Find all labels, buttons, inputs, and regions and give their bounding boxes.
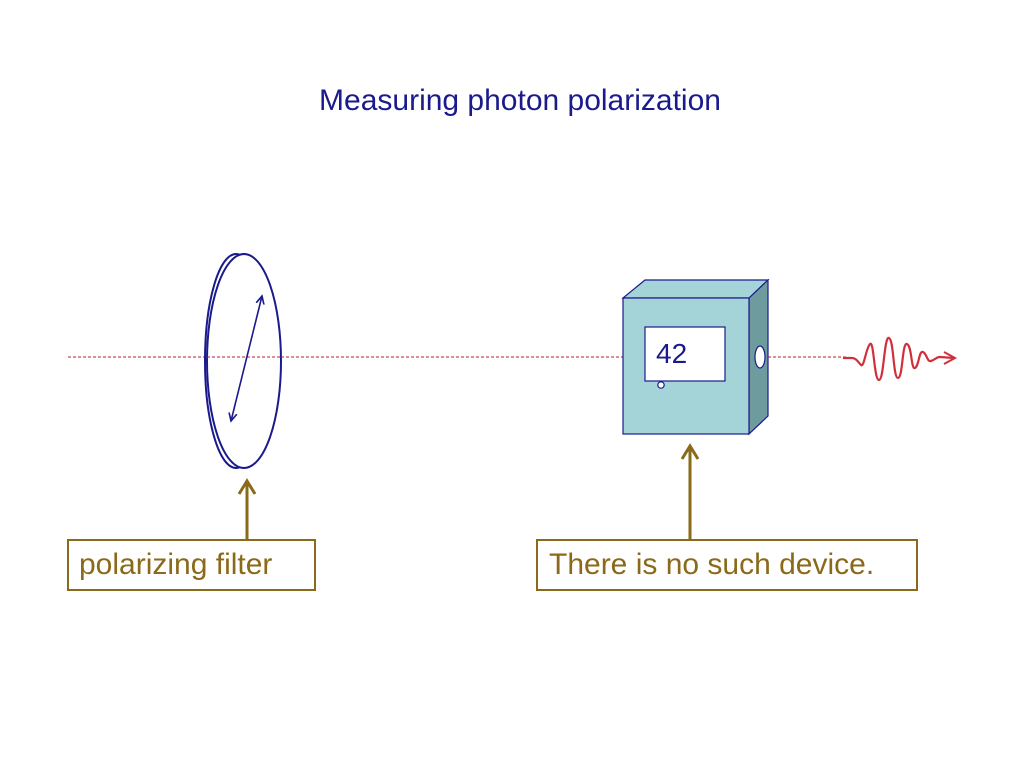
device-pointer-arrow <box>680 443 700 540</box>
device-top-face <box>621 279 770 299</box>
page-title: Measuring photon polarization <box>319 84 721 117</box>
device-display <box>644 326 726 382</box>
polarizing-filter <box>204 253 282 469</box>
measuring-device <box>621 278 770 436</box>
photon-wave-icon <box>843 336 958 382</box>
device-knob <box>657 381 665 389</box>
device-label: There is no such device. <box>536 539 918 591</box>
filter-pointer-arrow <box>237 478 257 540</box>
device-display-value: 42 <box>656 338 688 369</box>
device-input-port <box>754 345 766 369</box>
polarization-axis-arrow <box>231 296 262 421</box>
filter-front-face <box>206 253 282 469</box>
polarizing-filter-label: polarizing filter <box>67 539 316 591</box>
